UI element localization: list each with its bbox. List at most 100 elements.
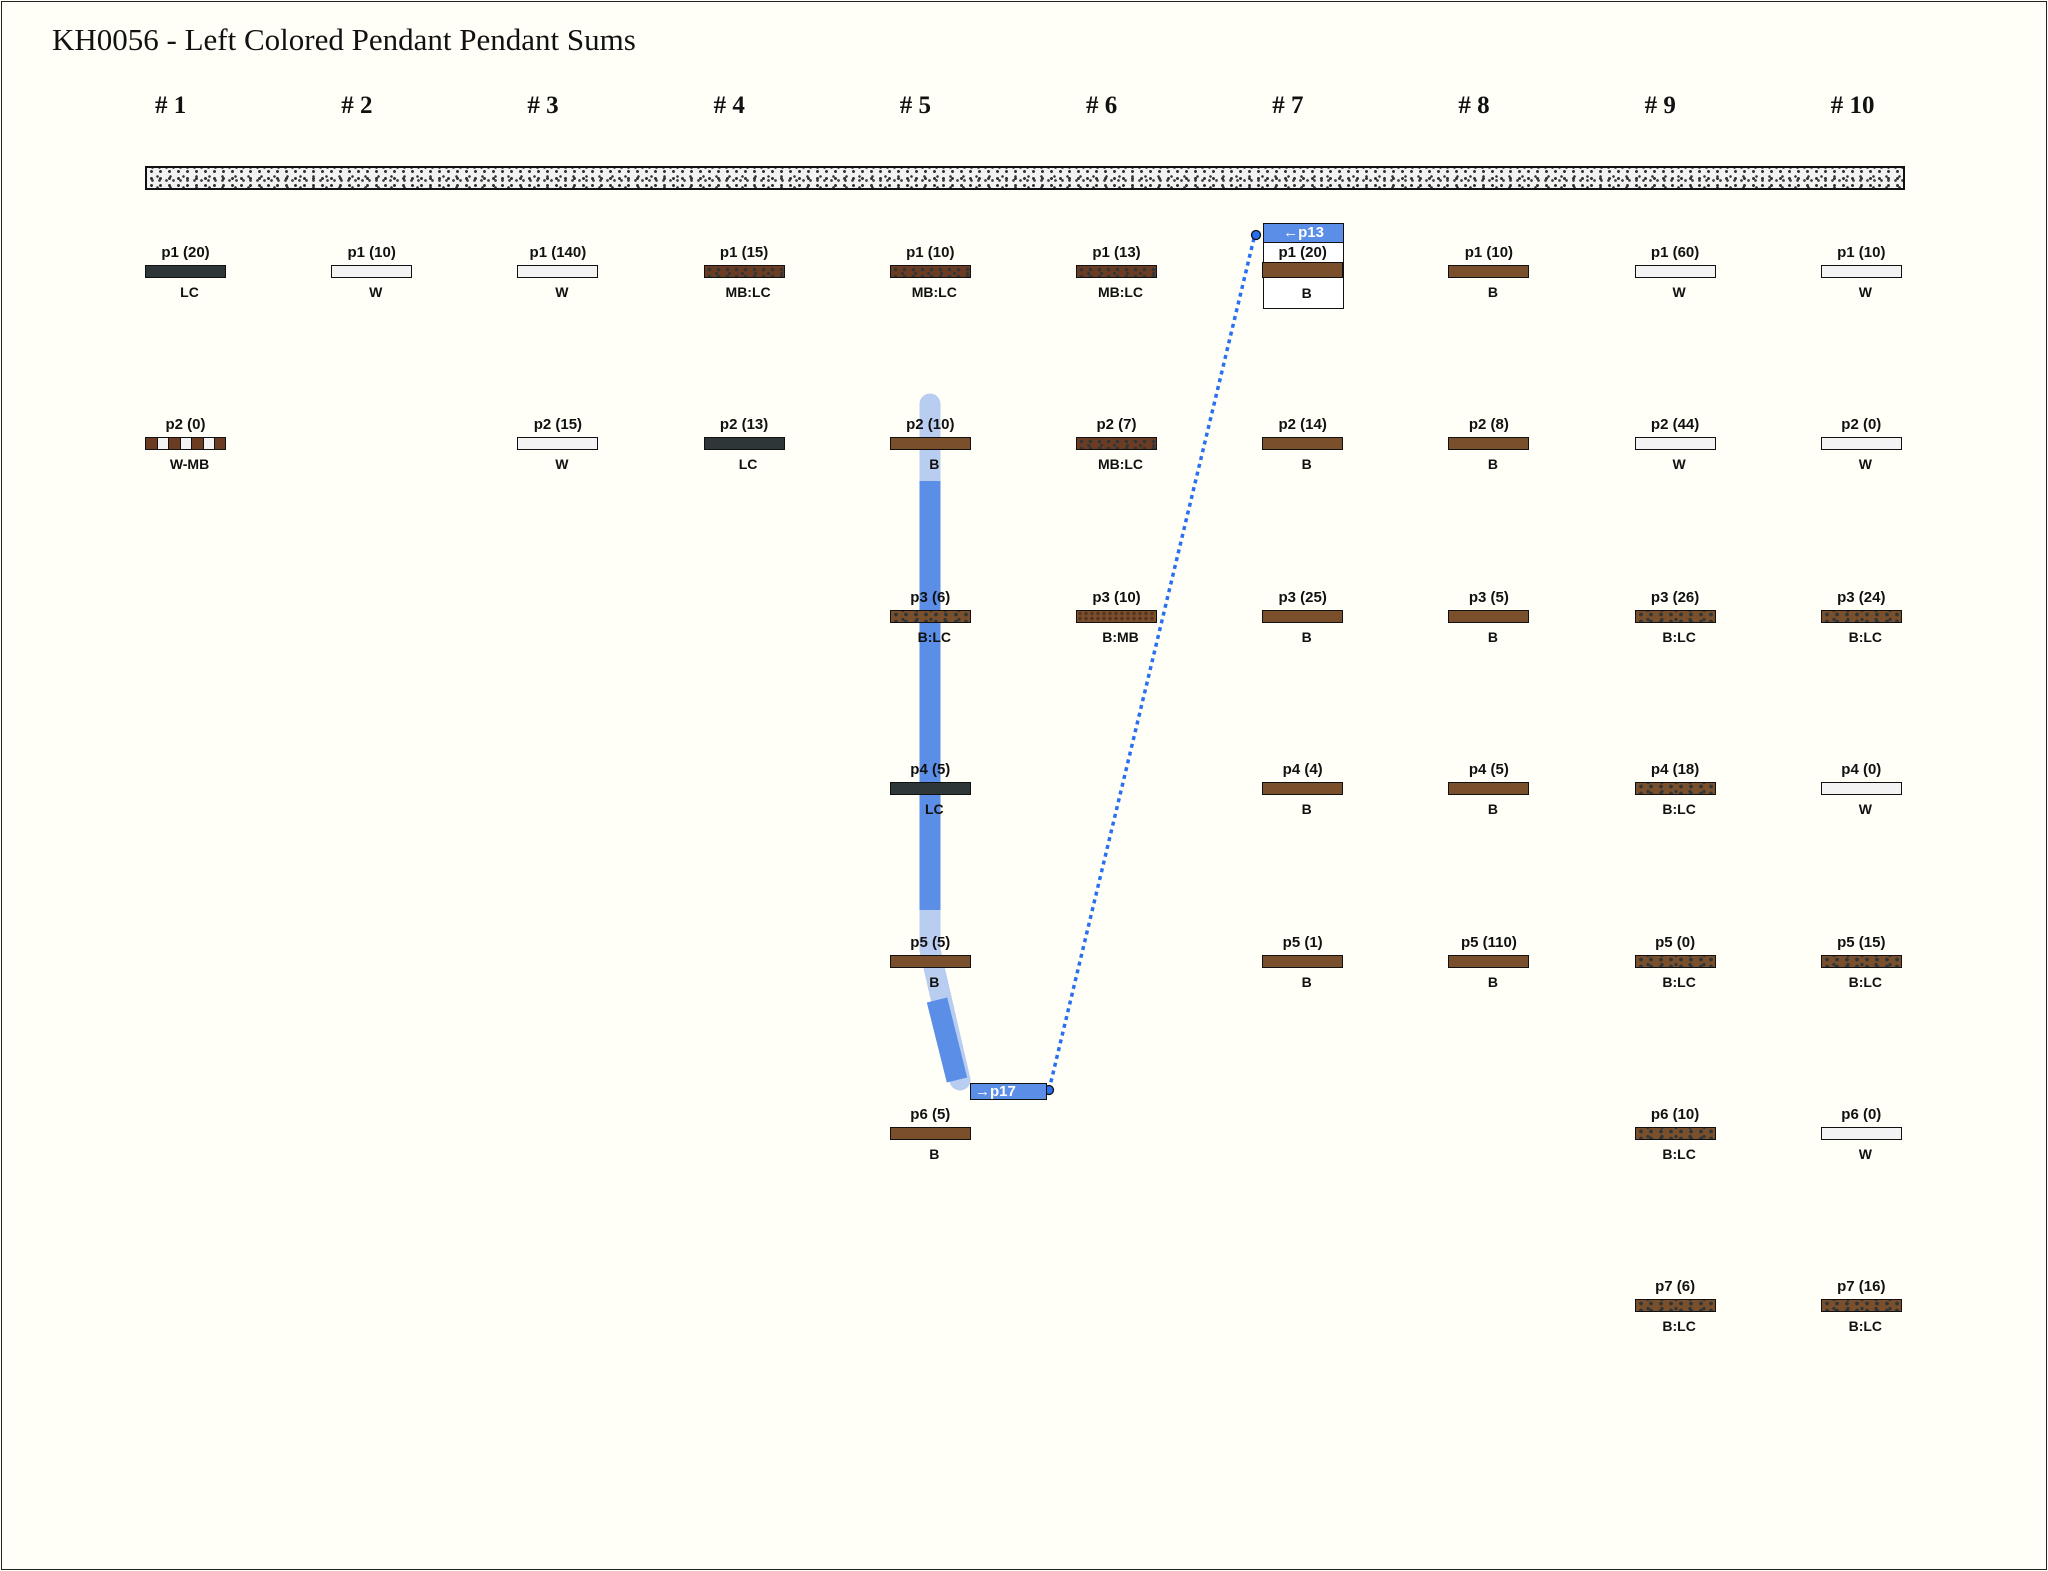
pendant-cord[interactable]	[1448, 782, 1530, 796]
pendant-cord[interactable]	[1262, 437, 1344, 451]
pendant-color-class: B:LC	[1848, 628, 1883, 645]
column-header: # 8	[1458, 92, 1490, 119]
pendant-cord[interactable]	[1448, 437, 1530, 451]
pendant-color-class: W	[1672, 284, 1686, 300]
pendant-cord[interactable]	[1634, 609, 1716, 623]
pendant-label: p4 (18)	[1650, 761, 1700, 779]
pendant-color-class: B	[1301, 456, 1312, 473]
pendant-cord[interactable]	[1820, 782, 1902, 796]
pendant-cord[interactable]	[889, 265, 971, 278]
pendant-cord[interactable]	[145, 265, 226, 278]
pendant-label: p3 (10)	[1092, 588, 1141, 606]
pendant-color-class: W	[1858, 801, 1872, 818]
pendant-cord[interactable]	[1820, 954, 1902, 968]
primary-cord	[145, 166, 1905, 190]
pendant-cord[interactable]	[1820, 1299, 1902, 1313]
pendant-color-class: B	[929, 456, 940, 473]
pendant-cord[interactable]	[1076, 609, 1157, 623]
pendant-cord[interactable]	[1262, 954, 1344, 968]
link-out-label[interactable]: →p17	[970, 1083, 1047, 1100]
pendant-label: p3 (25)	[1278, 588, 1327, 606]
pendant-cord[interactable]	[1634, 1299, 1716, 1313]
pendant-color-class: B	[1487, 973, 1498, 990]
pendant-label: p4 (5)	[1468, 761, 1509, 779]
pendant-label: p7 (6)	[1655, 1278, 1696, 1296]
pendant-cord[interactable]	[517, 437, 599, 451]
pendant-color-class: B	[929, 973, 940, 990]
pendant-cord[interactable]	[1262, 262, 1344, 278]
pendant-color-class: B	[1301, 285, 1312, 301]
pendant-color-class: W	[1672, 456, 1686, 473]
pendant-label: p5 (110)	[1460, 933, 1517, 951]
pendant-cord[interactable]	[703, 437, 785, 451]
pendant-label: p5 (1)	[1282, 933, 1323, 951]
pendant-color-class: B	[929, 1146, 940, 1162]
pendant-cord[interactable]	[1262, 609, 1344, 623]
pendant-color-class: MB:LC	[1097, 284, 1144, 300]
pendant-color-class: MB:LC	[911, 284, 957, 300]
pendant-color-class: B	[1301, 801, 1312, 818]
pendant-label: p5 (5)	[910, 933, 951, 951]
pendant-label: p1 (10)	[1837, 244, 1886, 261]
page-title: KH0056 - Left Colored Pendant Pendant Su…	[52, 22, 636, 57]
pendant-label: p2 (10)	[906, 416, 955, 434]
pendant-cord[interactable]	[1448, 609, 1530, 623]
pendant-cord[interactable]	[1448, 954, 1530, 968]
pendant-cord[interactable]	[889, 782, 971, 796]
pendant-color-class: B:LC	[1662, 801, 1696, 818]
pendant-cord[interactable]	[1820, 609, 1902, 623]
pendant-cord[interactable]	[889, 1127, 971, 1140]
pendant-color-class: B:MB	[1102, 628, 1139, 645]
pendant-label: p2 (15)	[533, 416, 583, 434]
pendant-cord[interactable]	[1634, 782, 1716, 796]
pendant-label: p2 (7)	[1096, 416, 1137, 434]
pendant-label: p2 (44)	[1650, 416, 1700, 434]
pendant-label: p4 (5)	[910, 761, 951, 779]
pendant-label: p1 (140)	[529, 244, 587, 261]
pendant-cord[interactable]	[889, 954, 971, 968]
pendant-color-class: B	[1487, 628, 1498, 645]
pendant-cord[interactable]	[703, 265, 785, 278]
pendant-color-class: B:LC	[1848, 973, 1883, 990]
pendant-color-class: B:LC	[1662, 1318, 1696, 1335]
pendant-label: p6 (10)	[1650, 1106, 1700, 1123]
column-header: # 6	[1086, 92, 1118, 119]
column-header: # 2	[341, 92, 373, 119]
pendant-label: p2 (0)	[165, 416, 206, 434]
pendant-label: p1 (20)	[1278, 244, 1327, 261]
pendant-cord[interactable]	[1076, 437, 1157, 451]
pendant-color-class: B	[1301, 628, 1312, 645]
pendant-color-class: W	[369, 284, 383, 300]
pendant-color-class: W	[1858, 456, 1872, 473]
pendant-cord[interactable]	[889, 609, 971, 623]
pendant-cord[interactable]	[1820, 265, 1902, 278]
pendant-color-class: MB:LC	[725, 284, 771, 300]
pendant-cord[interactable]	[1262, 782, 1344, 796]
column-header: # 9	[1644, 92, 1676, 119]
pendant-label: p6 (5)	[910, 1106, 951, 1123]
pendant-cord[interactable]	[1634, 265, 1716, 278]
pendant-cord[interactable]	[331, 265, 413, 278]
pendant-label: p5 (0)	[1655, 933, 1696, 951]
pendant-label: p1 (10)	[906, 244, 955, 261]
pendant-cord[interactable]	[1634, 954, 1716, 968]
pendant-label: p3 (26)	[1650, 588, 1700, 606]
pendant-cord[interactable]	[1634, 437, 1716, 451]
column-header: # 5	[899, 92, 932, 119]
pendant-cord[interactable]	[145, 437, 226, 451]
link-in-label[interactable]: ←p13	[1263, 223, 1344, 243]
pendant-color-class: B:LC	[1662, 973, 1696, 990]
pendant-color-class: W	[1858, 1146, 1872, 1162]
pendant-cord[interactable]	[517, 265, 599, 278]
link-start-dot[interactable]	[1250, 229, 1262, 241]
pendant-cord[interactable]	[1634, 1127, 1716, 1140]
pendant-label: p2 (0)	[1841, 416, 1882, 434]
pendant-cord[interactable]	[889, 437, 971, 451]
pendant-cord[interactable]	[1820, 1127, 1902, 1140]
pendant-label: p1 (13)	[1092, 244, 1141, 261]
pendant-cord[interactable]	[1076, 265, 1157, 278]
pendant-cord[interactable]	[1448, 265, 1530, 278]
pendant-cord[interactable]	[1820, 437, 1902, 451]
